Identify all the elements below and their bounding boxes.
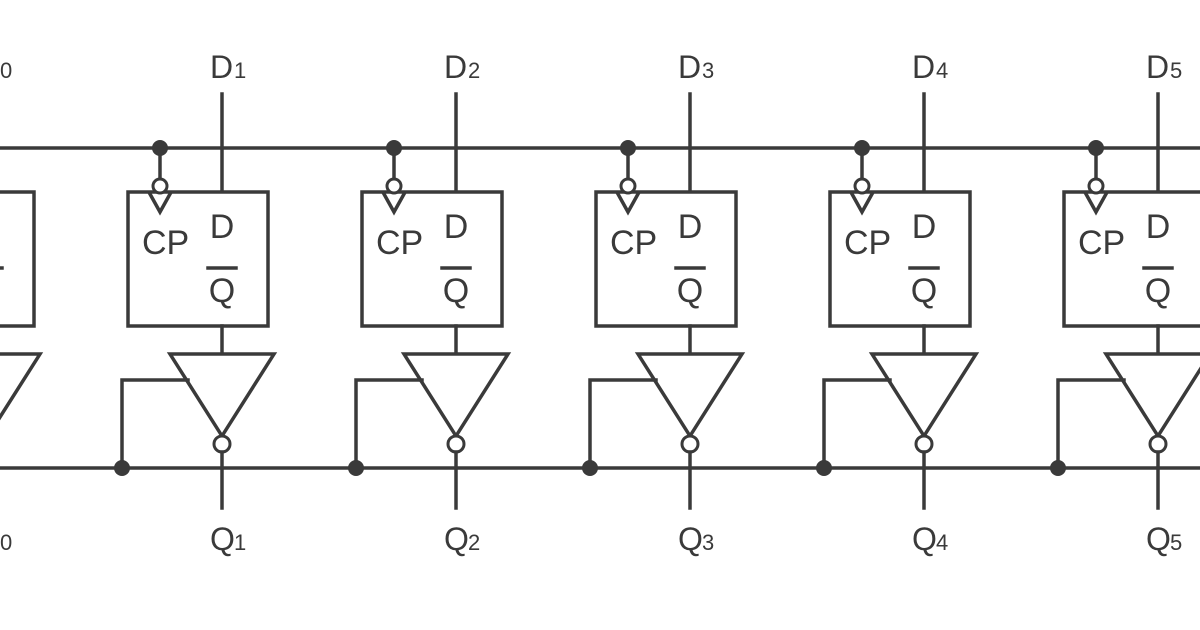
d-pin-label: D — [912, 208, 937, 246]
d-pin-label: D — [444, 208, 469, 246]
d-flip-flop-box — [828, 190, 972, 328]
q-output-subscript: 5 — [1170, 530, 1182, 555]
q-output-label: Q — [0, 521, 1, 557]
buffer-output-bubble — [680, 434, 700, 454]
inverting-buffer-triangle — [166, 352, 278, 440]
clock-edge-indicator — [147, 191, 173, 216]
q-output-subscript: 0 — [0, 530, 12, 555]
d-flip-flop-box — [0, 190, 36, 328]
d-input-label: D — [210, 49, 233, 85]
inverting-buffer-triangle — [400, 352, 512, 440]
enable-junction-dot — [1050, 460, 1066, 476]
d-input-label: D — [678, 49, 701, 85]
buffer-output-bubble — [914, 434, 934, 454]
d-input-subscript: 4 — [936, 58, 948, 83]
q-output-subscript: 2 — [468, 530, 480, 555]
d-flip-flop-box — [1062, 190, 1200, 328]
qbar-pin-label: Q — [677, 272, 703, 310]
q-output-label: Q — [210, 521, 235, 557]
q-output-label: Q — [678, 521, 703, 557]
enable-control-wire — [588, 378, 658, 470]
d-flip-flop-box — [126, 190, 270, 328]
qbar-pin-label: Q — [0, 272, 1, 310]
cp-pin-label: CP — [1078, 224, 1125, 262]
clock-edge-indicator — [615, 191, 641, 216]
q-output-label: Q — [444, 521, 469, 557]
enable-junction-dot — [582, 460, 598, 476]
enable-junction-dot — [348, 460, 364, 476]
cp-pin-label: CP — [844, 224, 891, 262]
buffer-output-bubble — [1148, 434, 1168, 454]
enable-control-wire — [822, 378, 892, 470]
cp-pin-label: CP — [610, 224, 657, 262]
qbar-pin-label: Q — [1145, 272, 1171, 310]
d-input-subscript: 5 — [1170, 58, 1182, 83]
d-pin-label: D — [1146, 208, 1171, 246]
q-output-label: Q — [912, 521, 937, 557]
cp-pin-label: CP — [376, 224, 423, 262]
inverting-buffer-triangle — [868, 352, 980, 440]
enable-control-wire — [120, 378, 190, 470]
enable-control-wire — [1056, 378, 1126, 470]
q-output-subscript: 3 — [702, 530, 714, 555]
q-output-subscript: 4 — [936, 530, 948, 555]
enable-junction-dot — [114, 460, 130, 476]
d-input-subscript: 1 — [234, 58, 246, 83]
clock-edge-indicator — [849, 191, 875, 216]
q-output-label: Q — [1146, 521, 1171, 557]
clock-edge-indicator — [1083, 191, 1109, 216]
clock-inversion-bubble — [853, 177, 871, 195]
d-pin-label: D — [678, 208, 703, 246]
clock-inversion-bubble — [1087, 177, 1105, 195]
d-input-subscript: 0 — [0, 58, 12, 83]
qbar-pin-label: Q — [443, 272, 469, 310]
clock-inversion-bubble — [151, 177, 169, 195]
d-flip-flop-box — [360, 190, 504, 328]
d-input-subscript: 2 — [468, 58, 480, 83]
qbar-pin-label: Q — [209, 272, 235, 310]
d-input-label: D — [444, 49, 467, 85]
d-input-label: D — [1146, 49, 1169, 85]
inverting-buffer-triangle — [0, 352, 44, 421]
d-input-label: D — [912, 49, 935, 85]
q-output-subscript: 1 — [234, 530, 246, 555]
cp-pin-label: CP — [142, 224, 189, 262]
clock-edge-indicator — [381, 191, 407, 216]
d-input-subscript: 3 — [702, 58, 714, 83]
inverting-buffer-triangle — [1102, 352, 1200, 440]
clock-inversion-bubble — [385, 177, 403, 195]
d-flip-flop-box — [594, 190, 738, 328]
enable-junction-dot — [816, 460, 832, 476]
inverting-buffer-triangle — [634, 352, 746, 440]
d-pin-label: D — [210, 208, 235, 246]
buffer-output-bubble — [212, 434, 232, 454]
enable-control-wire — [354, 378, 424, 470]
buffer-output-bubble — [446, 434, 466, 454]
clock-inversion-bubble — [619, 177, 637, 195]
qbar-pin-label: Q — [911, 272, 937, 310]
